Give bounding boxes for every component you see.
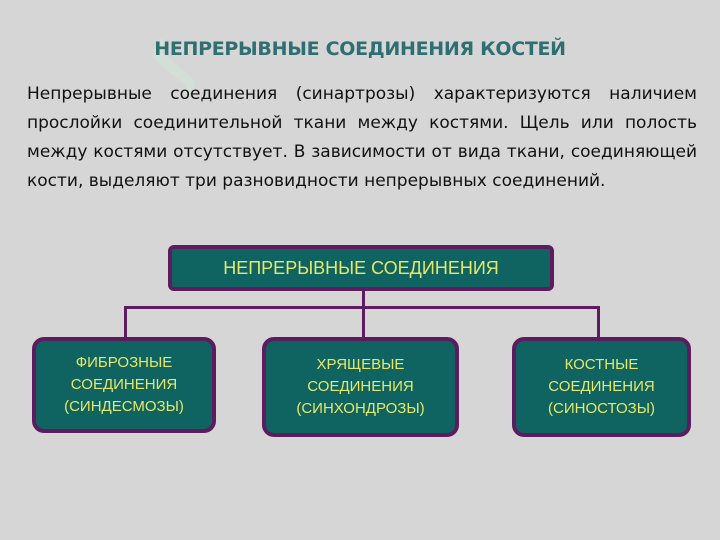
body-paragraph: Непрерывные соединения (синартрозы) хара…	[27, 84, 697, 191]
slide-title: НЕПРЕРЫВНЫЕ СОЕДИНЕНИЯ КОСТЕЙ	[154, 38, 566, 60]
node-text: СОЕДИНЕНИЯ	[548, 378, 655, 395]
connector	[597, 306, 600, 338]
node-text: СОЕДИНЕНИЯ	[307, 378, 414, 395]
connector	[362, 306, 365, 338]
node-text: (СИНОСТОЗЫ)	[548, 400, 655, 417]
connector	[124, 306, 127, 338]
node-text: (СИНХОНДРОЗЫ)	[296, 400, 425, 417]
node-fibrous: ФИБРОЗНЫЕ СОЕДИНЕНИЯ (СИНДЕСМОЗЫ)	[32, 337, 216, 433]
node-bony: КОСТНЫЕ СОЕДИНЕНИЯ (СИНОСТОЗЫ)	[512, 337, 691, 437]
connector	[362, 290, 365, 308]
node-text: КОСТНЫЕ	[564, 356, 639, 373]
node-cartilaginous: ХРЯЩЕВЫЕ СОЕДИНЕНИЯ (СИНХОНДРОЗЫ)	[262, 337, 459, 437]
node-text: ФИБРОЗНЫЕ	[75, 354, 173, 371]
node-text: ХРЯЩЕВЫЕ	[316, 356, 405, 373]
node-text: (СИНДЕСМОЗЫ)	[64, 398, 184, 415]
node-text: СОЕДИНЕНИЯ	[70, 376, 178, 393]
root-node: НЕПРЕРЫВНЫЕ СОЕДИНЕНИЯ	[168, 245, 554, 291]
